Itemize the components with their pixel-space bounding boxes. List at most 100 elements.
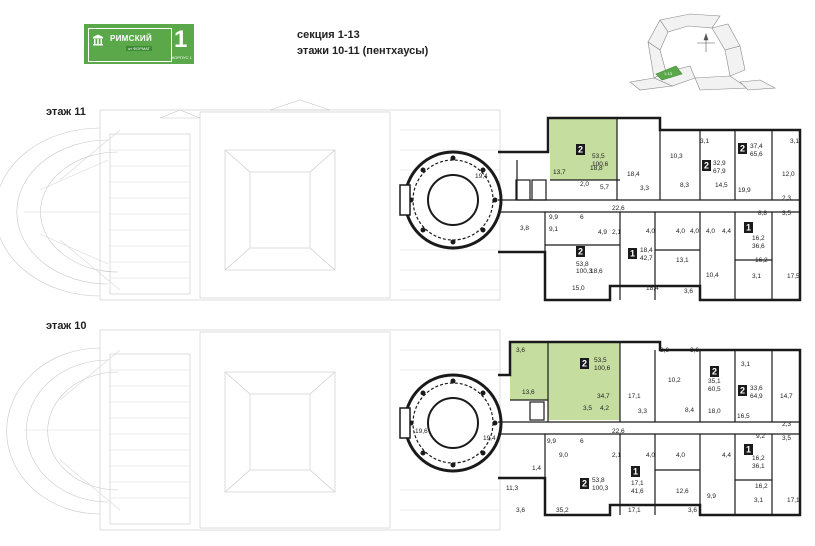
- unit-badge: 116,236,6: [744, 222, 765, 250]
- svg-text:4,0: 4,0: [690, 228, 699, 235]
- svg-text:10,2: 10,2: [668, 377, 681, 384]
- svg-text:2,3: 2,3: [782, 421, 791, 428]
- svg-text:19,9: 19,9: [738, 187, 751, 194]
- logo: РИМСКИЙ от ФОРМАТ 1 КОРПУС 1: [84, 24, 194, 64]
- section-title: секция 1-13: [297, 29, 360, 41]
- svg-text:4,2: 4,2: [600, 405, 609, 412]
- svg-text:2: 2: [582, 479, 587, 489]
- svg-text:3,1: 3,1: [741, 361, 750, 368]
- key-plan-label: 1-13: [664, 71, 673, 76]
- svg-text:1: 1: [746, 445, 751, 455]
- svg-text:2: 2: [704, 161, 709, 171]
- svg-text:3,3: 3,3: [638, 408, 647, 415]
- logo-frame: [88, 28, 172, 62]
- svg-text:3,6: 3,6: [516, 507, 525, 514]
- svg-text:18,4: 18,4: [646, 285, 659, 292]
- svg-text:6: 6: [580, 438, 584, 445]
- svg-text:17,5: 17,5: [787, 273, 800, 280]
- svg-text:33,6: 33,6: [750, 385, 763, 392]
- svg-text:2: 2: [712, 367, 717, 377]
- svg-text:9,9: 9,9: [707, 493, 716, 500]
- svg-text:4,4: 4,4: [722, 452, 731, 459]
- svg-text:13,7: 13,7: [553, 169, 566, 176]
- unit-badge: 117,141,6: [631, 466, 644, 495]
- svg-text:1: 1: [633, 467, 638, 477]
- logo-brand: РИМСКИЙ: [110, 34, 153, 43]
- svg-text:3,5: 3,5: [782, 210, 791, 217]
- svg-text:11,3: 11,3: [506, 485, 519, 492]
- svg-text:19,4: 19,4: [475, 173, 488, 180]
- floor-11-label: этаж 11: [46, 106, 86, 118]
- korpus-number: 1: [174, 26, 188, 53]
- floors-title: этажи 10-11 (пентхаусы): [297, 45, 429, 57]
- svg-text:18,8: 18,8: [590, 165, 603, 172]
- svg-text:9,9: 9,9: [549, 214, 558, 221]
- svg-text:34,7: 34,7: [597, 393, 610, 400]
- unit-badge: 116,236,1: [744, 444, 765, 470]
- svg-text:22,6: 22,6: [612, 428, 625, 435]
- svg-text:3,1: 3,1: [752, 273, 761, 280]
- svg-text:18,0: 18,0: [708, 408, 721, 415]
- floor-11-rotunda: [399, 150, 503, 250]
- svg-text:100,6: 100,6: [594, 365, 611, 372]
- svg-text:3,1: 3,1: [790, 138, 799, 145]
- svg-text:19,4: 19,4: [483, 435, 496, 442]
- svg-text:53,5: 53,5: [592, 153, 605, 160]
- floor-10-ghost-wing: [6, 329, 501, 531]
- svg-text:2: 2: [740, 144, 745, 154]
- svg-text:35,1: 35,1: [708, 378, 721, 385]
- svg-text:16,5: 16,5: [737, 413, 750, 420]
- svg-text:2,1: 2,1: [612, 229, 621, 236]
- svg-text:4,0: 4,0: [646, 228, 655, 235]
- svg-text:9,9: 9,9: [547, 438, 556, 445]
- svg-text:4,0: 4,0: [676, 452, 685, 459]
- svg-text:3,5: 3,5: [583, 405, 592, 412]
- svg-text:4,0: 4,0: [706, 228, 715, 235]
- key-plan: 1-13: [629, 13, 777, 91]
- svg-text:8,3: 8,3: [680, 182, 689, 189]
- svg-text:53,5: 53,5: [594, 357, 607, 364]
- svg-text:17,1: 17,1: [628, 507, 641, 514]
- svg-text:18,4: 18,4: [627, 171, 640, 178]
- svg-text:14,5: 14,5: [715, 182, 728, 189]
- svg-text:16,2: 16,2: [755, 483, 768, 490]
- svg-text:2: 2: [582, 359, 587, 369]
- svg-text:18,6: 18,6: [590, 268, 603, 275]
- floor-11-ghost-wing: [0, 99, 501, 301]
- key-plan-highlight: [655, 65, 683, 81]
- svg-text:16,2: 16,2: [752, 235, 765, 242]
- svg-text:4,4: 4,4: [722, 228, 731, 235]
- svg-text:42,7: 42,7: [640, 255, 653, 262]
- svg-text:3,6: 3,6: [684, 288, 693, 295]
- svg-text:6: 6: [580, 214, 584, 221]
- svg-text:16,2: 16,2: [755, 257, 768, 264]
- svg-text:35,2: 35,2: [556, 507, 569, 514]
- svg-text:3,1: 3,1: [700, 138, 709, 145]
- svg-text:4,9: 4,9: [598, 229, 607, 236]
- svg-text:18,4: 18,4: [640, 247, 653, 254]
- svg-text:2,1: 2,1: [612, 452, 621, 459]
- floor-10-rotunda: [399, 373, 503, 473]
- svg-text:13,1: 13,1: [676, 257, 689, 264]
- svg-text:65,6: 65,6: [750, 151, 763, 158]
- svg-text:4,0: 4,0: [676, 228, 685, 235]
- svg-text:19,6: 19,6: [415, 428, 428, 435]
- svg-text:2: 2: [578, 247, 583, 257]
- svg-text:10,4: 10,4: [706, 272, 719, 279]
- svg-text:15,0: 15,0: [572, 285, 585, 292]
- svg-text:3,8: 3,8: [520, 225, 529, 232]
- svg-text:9,1: 9,1: [549, 226, 558, 233]
- korpus-label: КОРПУС 1: [172, 55, 192, 60]
- svg-text:17,1: 17,1: [628, 393, 641, 400]
- svg-text:3,6: 3,6: [516, 347, 525, 354]
- svg-text:41,6: 41,6: [631, 488, 644, 495]
- svg-text:53,8: 53,8: [576, 261, 589, 268]
- svg-text:3,1: 3,1: [754, 497, 763, 504]
